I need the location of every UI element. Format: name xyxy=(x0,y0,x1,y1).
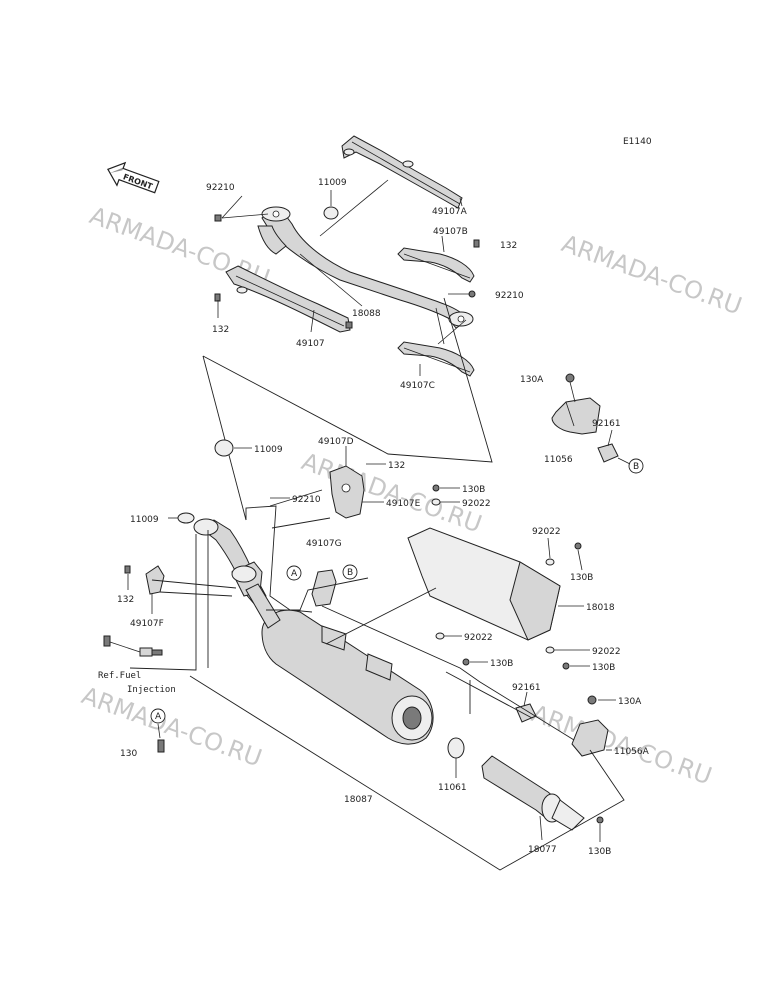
ref-a-mid: A xyxy=(291,569,298,579)
label-130A-low: 130A xyxy=(618,697,642,707)
front-arrow-icon: FRONT xyxy=(107,161,160,194)
diagram-code: E1140 xyxy=(623,137,652,147)
heat-guard-49107C xyxy=(397,341,475,377)
head-pipe xyxy=(193,518,267,607)
frame-upper-left xyxy=(202,355,247,521)
label-18018: 18018 xyxy=(586,603,615,613)
label-130B-d: 130B xyxy=(592,663,615,673)
label-130A-top: 130A xyxy=(520,375,544,385)
bolt-130 xyxy=(157,739,165,753)
label-130: 130 xyxy=(120,749,137,759)
upper-leaders xyxy=(217,179,470,376)
bolts-upper xyxy=(214,214,480,329)
label-92161-low: 92161 xyxy=(512,683,541,693)
heat-guard-49107F xyxy=(124,565,165,595)
label-11009-left: 11009 xyxy=(130,515,159,525)
label-92210-right: 92210 xyxy=(495,291,524,301)
label-92022-c: 92022 xyxy=(464,633,493,643)
label-11009-mid: 11009 xyxy=(254,445,283,455)
watermark-2: ARMADA-CO.RU xyxy=(558,229,746,320)
ref-note-line2: Injection xyxy=(127,685,176,695)
label-130B-b: 130B xyxy=(570,573,593,583)
label-132-right: 132 xyxy=(500,241,517,251)
label-92161-top: 92161 xyxy=(592,419,621,429)
heat-shield-18018 xyxy=(407,484,582,670)
ref-b-mid: B xyxy=(347,568,353,578)
bracket-11056A xyxy=(515,695,609,757)
label-92210-top: 92210 xyxy=(206,183,235,193)
bracket-11056: B xyxy=(551,373,644,474)
tail-pipe-18077 xyxy=(481,755,604,831)
label-11061: 11061 xyxy=(438,783,467,793)
label-130B-e: 130B xyxy=(588,847,611,857)
ref-circle-b-upper xyxy=(628,458,644,474)
label-49107B: 49107B xyxy=(433,227,468,237)
heat-guard-49107 xyxy=(225,265,351,333)
label-11009-top: 11009 xyxy=(318,178,347,188)
label-92022-a: 92022 xyxy=(462,499,491,509)
label-49107F: 49107F xyxy=(130,619,164,629)
ref-circle-a-mid xyxy=(286,565,302,581)
ref-a-low: A xyxy=(155,712,162,722)
label-132-left: 132 xyxy=(212,325,229,335)
part-labels: 92210 11009 49107A 49107B 132 92210 1808… xyxy=(98,178,650,857)
watermark-5: ARMADA-CO.RU xyxy=(528,699,716,790)
label-11056A: 11056A xyxy=(614,747,650,757)
frames-mid-lower xyxy=(129,489,625,871)
muffler-18087 xyxy=(245,583,434,745)
label-49107E: 49107E xyxy=(386,499,421,509)
heat-guard-49107B xyxy=(397,247,475,283)
label-132-mid: 132 xyxy=(388,461,405,471)
label-92022-b: 92022 xyxy=(532,527,561,537)
label-92210-mid: 92210 xyxy=(292,495,321,505)
gasket-11009-left xyxy=(177,512,195,524)
ref-b-upper: B xyxy=(633,462,639,472)
ref-circle-a-low xyxy=(150,708,166,724)
o2-sensor xyxy=(103,635,163,657)
label-132-low: 132 xyxy=(117,595,134,605)
frame-upper xyxy=(202,297,493,463)
heat-guard-49107G xyxy=(311,569,337,607)
label-18077: 18077 xyxy=(528,845,557,855)
ref-circle-b-mid xyxy=(342,564,358,580)
label-49107G: 49107G xyxy=(306,539,342,549)
label-92022-d: 92022 xyxy=(592,647,621,657)
gasket-11009-mid xyxy=(214,439,234,457)
label-130B-c: 130B xyxy=(490,659,513,669)
label-49107C: 49107C xyxy=(400,381,435,391)
label-11056: 11056 xyxy=(544,455,573,465)
label-49107A: 49107A xyxy=(432,207,468,217)
heat-guard-49107A xyxy=(341,135,463,209)
exhaust-pipe-18088 xyxy=(257,206,474,329)
label-49107: 49107 xyxy=(296,339,325,349)
mid-lower-leaders xyxy=(127,446,616,842)
ref-note-line1: Ref.Fuel xyxy=(98,671,141,681)
label-49107D: 49107D xyxy=(318,437,354,447)
label-18088: 18088 xyxy=(352,309,381,319)
heat-guard-49107D xyxy=(329,465,365,519)
gasket-11009-top xyxy=(323,206,339,220)
gasket-11061 xyxy=(447,737,465,759)
label-18087: 18087 xyxy=(344,795,373,805)
label-130B-a: 130B xyxy=(462,485,485,495)
